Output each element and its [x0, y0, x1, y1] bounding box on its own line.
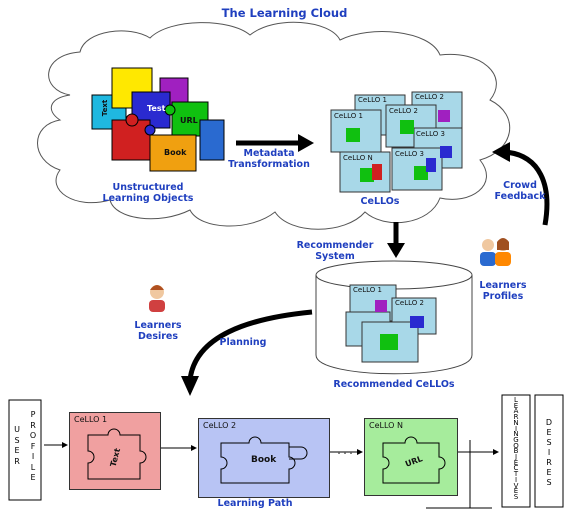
puzzle-word-book: Book — [164, 148, 187, 157]
unstructured-puzzle-cluster — [91, 67, 225, 172]
recommended-card-1: CeLLO 1 — [353, 286, 382, 294]
cloud-card-1-top: CeLLO 1 — [358, 96, 387, 104]
path-cello-n-title: CeLLO N — [369, 421, 403, 430]
planning-label: Planning — [219, 337, 267, 348]
recommended-cylinder — [315, 260, 473, 375]
path-cello-2: CeLLO 2 Book — [198, 418, 330, 498]
cloud-card-1: CeLLO 1 — [334, 112, 363, 120]
path-cello-2-word: Book — [251, 455, 277, 465]
path-cello-n: CeLLO N URL — [364, 418, 458, 496]
path-ellipsis: · · · — [337, 449, 353, 460]
recommended-cellos-label: Recommended CeLLOs — [333, 379, 455, 390]
planning-arrow — [187, 309, 313, 381]
learner-desires-icon — [149, 285, 165, 312]
cloud-card-2: CeLLO 2 — [389, 107, 418, 115]
cloud-card-3b: CeLLO 3 — [395, 150, 424, 158]
learners-profiles-icon — [480, 238, 511, 266]
cloud-card-3: CeLLO 3 — [416, 130, 445, 138]
learning-path-label: Learning Path — [217, 498, 293, 509]
path-cello-n-puzzle — [382, 436, 446, 484]
desires-box — [534, 394, 564, 508]
puzzle-word-test: Test — [147, 104, 166, 113]
metadata-arrow-head — [298, 134, 314, 152]
puzzle-word-url: URL — [180, 116, 198, 125]
path-cello-2-title: CeLLO 2 — [203, 421, 237, 430]
cloud-card-2-top: CeLLO 2 — [415, 93, 444, 101]
path-cello-1-puzzle — [87, 428, 147, 480]
recommended-card-2: CeLLO 2 — [395, 299, 424, 307]
path-cello-2-puzzle — [220, 436, 308, 484]
path-cello-1: CeLLO 1 Text — [69, 412, 161, 490]
path-cello-1-title: CeLLO 1 — [74, 415, 108, 424]
puzzle-word-text: Text — [101, 99, 110, 117]
cellos-label: CeLLOs — [360, 196, 400, 207]
learning-objectives-box — [501, 394, 531, 508]
diagram-title: The Learning Cloud — [221, 6, 348, 20]
cloud-card-n: CeLLO N — [343, 154, 373, 162]
cloud-cello-cards — [330, 91, 463, 193]
user-profile-box — [8, 399, 42, 501]
crowd-feedback-arrow — [504, 149, 550, 226]
